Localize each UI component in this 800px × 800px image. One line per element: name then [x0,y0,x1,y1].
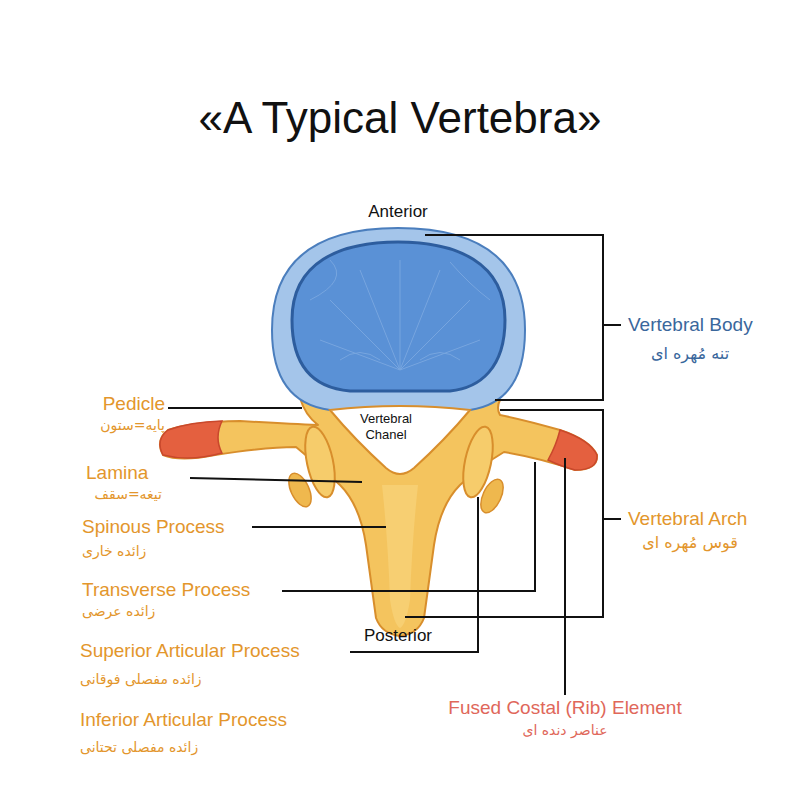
pedicle-leader [168,407,302,409]
part-label-fa: زائده خاری [82,543,146,559]
part-label: Vertebral Body [628,314,753,336]
costal-leader [564,458,566,695]
leader-lines [168,235,621,695]
part-label: Pedicle [103,393,165,415]
lamina-leader [190,478,362,482]
spinous-leader [252,526,386,528]
diagram-title: «A Typical Vertebra» [199,93,602,143]
canal-label: Vertebral Chanel [350,411,422,444]
arch-bracket [405,410,621,617]
part-label-fa: قوس مُهره ای [642,534,738,552]
costal-element-right [548,430,597,470]
vertebral-canal [330,406,470,474]
trabecula [400,340,480,370]
inferior-articular-left [284,470,316,510]
direction-label: Anterior [368,202,428,222]
vertebral-body-inner [292,242,505,391]
part-label: Superior Articular Process [80,640,300,662]
spinous-process-shading [382,485,418,628]
trabecula [400,270,440,370]
trabecula [400,260,401,370]
part-label: Transverse Process [82,579,250,601]
body-bracket [425,235,621,400]
trabecula [360,270,400,370]
trabecular-texture [310,260,490,370]
part-label: Vertebral Arch [628,508,747,530]
part-label-fa: زائده مفصلی تحتانی [80,739,198,755]
inferior-articular-right [476,476,508,516]
vertebral-arch-shape [160,398,597,636]
trabecula [310,260,490,360]
part-label-fa: زائده مفصلی فوقانی [80,671,202,687]
part-label-fa: پایه=ستون [100,417,165,433]
part-label-fa: تنه مُهره ای [651,345,729,363]
costal-element-left [160,421,222,458]
part-label: Fused Costal (Rib) Element [448,697,681,719]
superior-articular-leader [350,497,478,652]
part-label: Spinous Process [82,516,225,538]
part-label: Inferior Articular Process [80,709,287,731]
part-label-fa: عناصر دنده ای [522,722,607,738]
part-label-fa: زائده عرضی [82,603,155,619]
part-label: Lamina [86,462,148,484]
transverse-leader [282,462,535,591]
part-label-fa: تیغه=سقف [95,486,162,502]
vertebral-body-outer [272,228,525,410]
trabecula [320,340,400,370]
direction-label: Posterior [364,626,432,646]
